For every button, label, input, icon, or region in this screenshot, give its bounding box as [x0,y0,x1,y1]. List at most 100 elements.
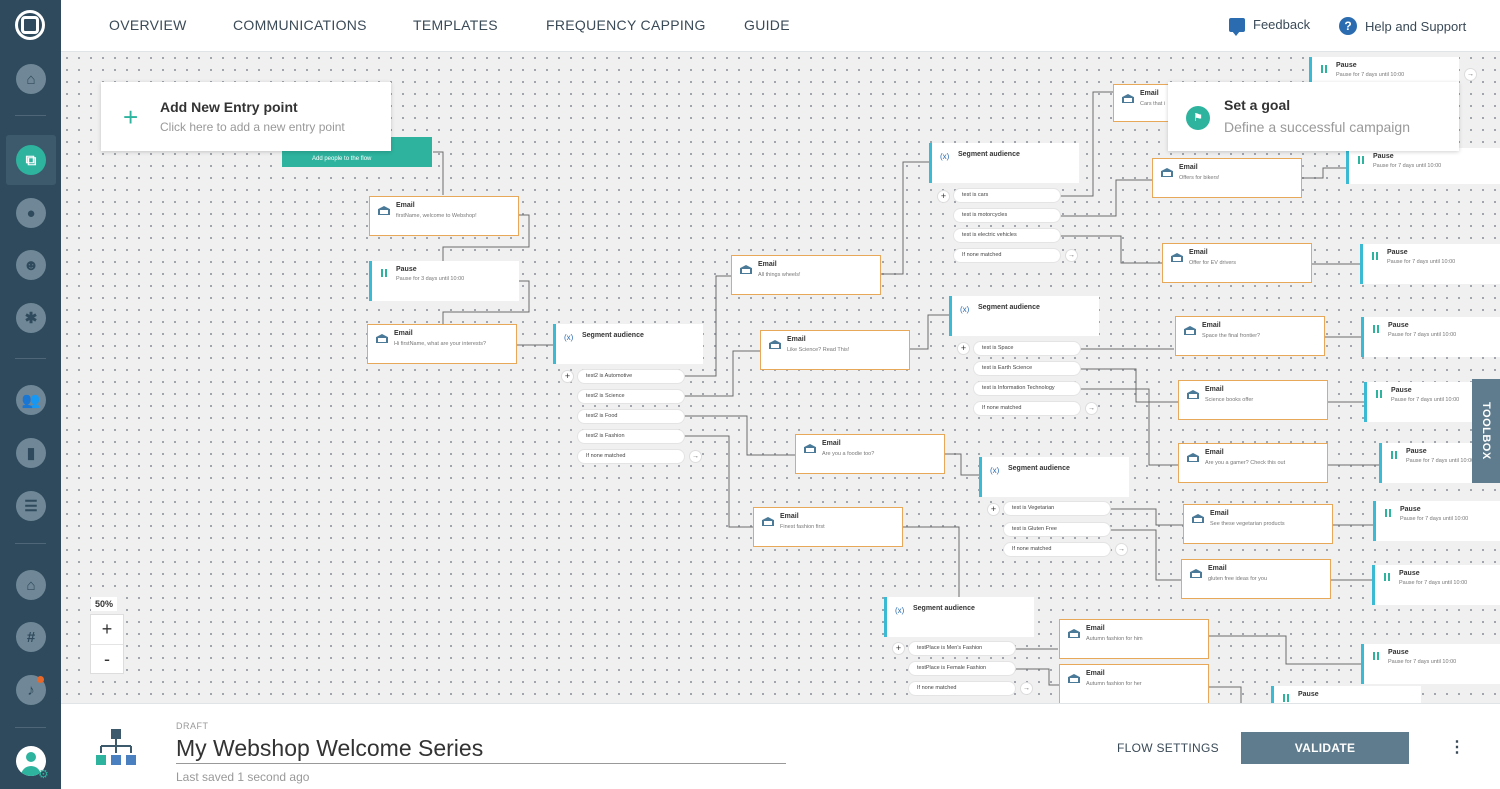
flows-icon[interactable]: ⧉ [6,135,56,185]
add-condition-button[interactable]: + [988,504,999,515]
validate-button[interactable]: VALIDATE [1241,732,1409,764]
segment-node[interactable]: (x)Segment audience [553,324,703,364]
condition-pill[interactable]: test2 is Food [578,410,684,423]
condition-pill[interactable]: test is electric vehicles [954,229,1060,242]
node-title: Pause [1373,153,1394,160]
arrow-right-icon[interactable]: → [1086,403,1097,414]
gear-icon[interactable]: ⚙ [38,767,49,781]
tab-guide[interactable]: GUIDE [744,17,790,33]
node-title: Email [1140,90,1159,97]
condition-pill[interactable]: test2 is Fashion [578,430,684,443]
tab-templates[interactable]: TEMPLATES [413,17,498,33]
home-icon[interactable]: ⌂ [6,54,56,104]
arrow-right-icon[interactable]: → [690,451,701,462]
condition-pill[interactable]: If none matched [1004,543,1110,556]
flow-diagram-icon [96,729,136,765]
documents-icon[interactable]: ☰ [6,481,56,531]
sidebar-divider [15,727,46,728]
more-options-icon[interactable]: ⋮ [1449,739,1465,756]
user-avatar-icon[interactable] [16,746,46,776]
condition-pill[interactable]: test is motorcycles [954,209,1060,222]
help-link[interactable]: ? Help and Support [1339,17,1466,35]
add-condition-button[interactable]: + [938,191,949,202]
hashtag-icon[interactable]: # [6,612,56,662]
add-condition-button[interactable]: + [893,643,904,654]
condition-pill[interactable]: test is Vegetarian [1004,502,1110,515]
condition-pill[interactable]: test is Space [974,342,1080,355]
toolbox-tab[interactable]: TOOLBOX [1472,379,1500,483]
integrations-icon[interactable]: ✱ [6,293,56,343]
add-condition-button[interactable]: + [958,343,969,354]
conversations-icon[interactable]: ● [6,188,56,238]
segment-node[interactable]: (x)Segment audience [884,597,1034,637]
condition-pill[interactable]: test is Information Technology [974,382,1080,395]
pause-node[interactable]: Pause [1271,686,1421,703]
condition-pill[interactable]: test is Earth Science [974,362,1080,375]
condition-pill[interactable]: test2 is Science [578,390,684,403]
condition-pill[interactable]: testPlace is Men's Fashion [909,642,1015,655]
arrow-right-icon[interactable]: → [1116,544,1127,555]
analytics-icon[interactable]: ▮ [6,428,56,478]
people-icon[interactable]: 👥 [6,375,56,425]
segment-node[interactable]: (x)Segment audience [929,143,1079,183]
condition-pill[interactable]: test is cars [954,189,1060,202]
condition-pill[interactable]: testPlace is Female Fashion [909,662,1015,675]
feedback-link[interactable]: Feedback [1229,17,1310,36]
flow-name-input[interactable]: My Webshop Welcome Series [176,735,786,764]
condition-pill[interactable]: If none matched [578,450,684,463]
zoom-in-button[interactable]: + [101,619,113,639]
node-subtitle: Like Science? Read This! [787,347,850,353]
notifications-icon[interactable]: ♪ [6,665,56,715]
tab-overview[interactable]: OVERVIEW [109,17,187,33]
arrow-right-icon[interactable]: → [1066,250,1077,261]
zoom-out-button[interactable]: - [91,644,123,673]
tab-frequency-capping[interactable]: FREQUENCY CAPPING [546,17,706,33]
segment-node[interactable]: (x)Segment audience [979,457,1129,497]
condition-pill[interactable]: If none matched [954,249,1060,262]
arrow-right-icon[interactable]: → [1021,683,1032,694]
segment-node[interactable]: (x)Segment audience [949,296,1099,336]
condition-pill[interactable]: If none matched [974,402,1080,415]
arrow-right-icon[interactable]: → [1465,69,1476,80]
add-entry-point-card[interactable]: + Add New Entry point Click here to add … [101,82,391,151]
tab-communications[interactable]: COMMUNICATIONS [233,17,367,33]
entry-card-subtitle: Click here to add a new entry point [160,120,345,134]
condition-pill[interactable]: test is Gluten Free [1004,523,1110,536]
bots-icon[interactable]: ☻ [6,240,56,290]
condition-pill[interactable]: test2 is Automotive [578,370,684,383]
entry-node-label: Add people to the flow [312,156,372,162]
store-icon[interactable]: ⌂ [6,560,56,610]
logo-icon[interactable] [15,10,45,40]
condition-pill[interactable]: If none matched [909,682,1015,695]
pause-icon [1371,252,1379,260]
set-goal-card[interactable]: ⚑ Set a goal Define a successful campaig… [1168,82,1459,151]
add-condition-button[interactable]: + [562,371,573,382]
flow-settings-button[interactable]: FLOW SETTINGS [1117,741,1219,755]
